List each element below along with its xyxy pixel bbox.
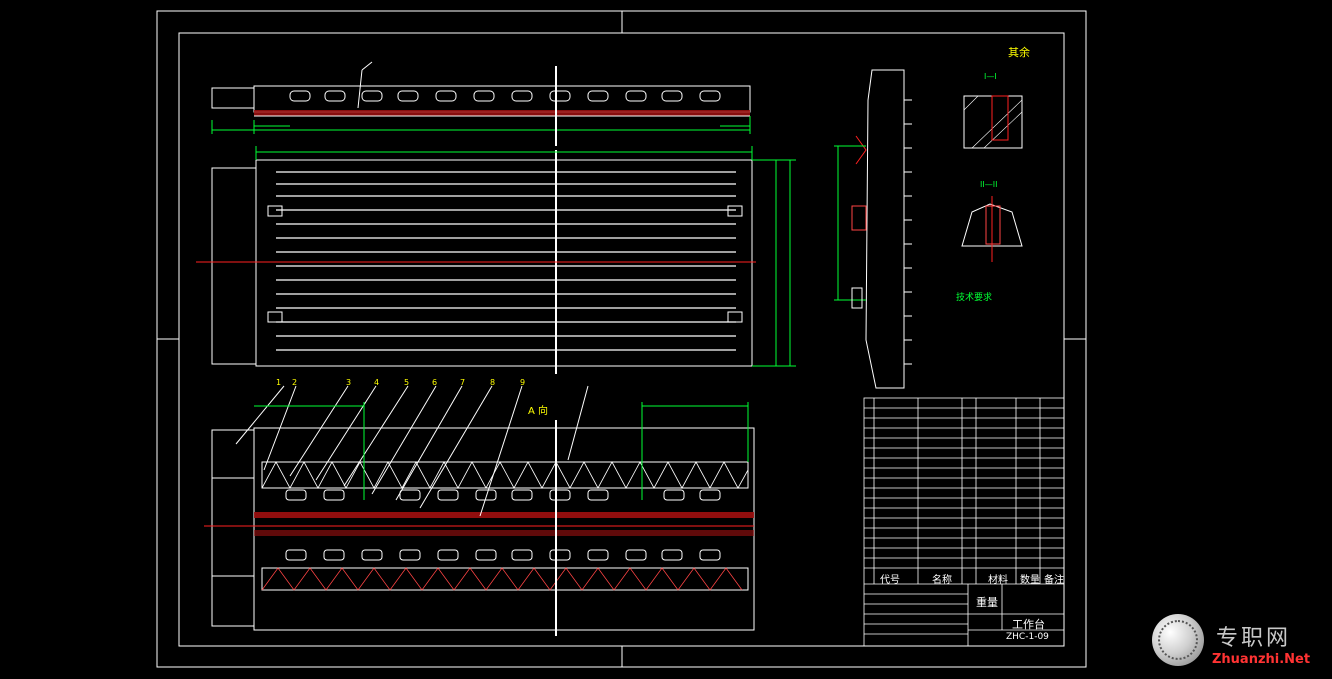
balloon-7: 7: [460, 378, 466, 387]
balloon-5: 5: [404, 378, 410, 387]
balloon-6: 6: [432, 378, 438, 387]
balloon-9: 9: [520, 378, 526, 387]
detail-section-1: [963, 95, 1023, 149]
watermark-cn: 专职网: [1216, 626, 1292, 651]
note-header: 备注: [1044, 575, 1064, 586]
side-section-view: [834, 69, 912, 389]
plan-view: [196, 146, 796, 374]
top-elevation-view: [211, 61, 751, 146]
balloon-3: 3: [346, 378, 352, 387]
tech-requirements-title: 技术要求: [956, 293, 993, 303]
outer-frame: [156, 10, 1087, 668]
balloon-4: 4: [374, 378, 380, 387]
detail-section-2: [961, 196, 1023, 262]
material-header: 材料: [988, 575, 1008, 586]
watermark-logo-icon: [1152, 614, 1204, 666]
drawing-number: ZHC-1-09: [1006, 632, 1049, 642]
weight-label: 重量: [976, 596, 998, 609]
balloon-1: 1: [276, 378, 282, 387]
watermark-en: Zhuanzhi.Net: [1212, 652, 1311, 667]
qty-header: 数量: [1020, 575, 1040, 586]
name-header: 名称: [932, 575, 952, 586]
balloon-8: 8: [490, 378, 496, 387]
drawing-title: 工作台: [1012, 618, 1045, 631]
inner-border: [178, 32, 1065, 647]
code-header: 代号: [880, 575, 900, 586]
parts-list-table: [863, 397, 1065, 647]
balloon-2: 2: [292, 378, 298, 387]
view-label-a: A 向: [528, 406, 549, 417]
roughness-note: 其余: [1008, 46, 1030, 59]
section-label-1: I—I: [984, 72, 997, 81]
a-direction-view: [204, 385, 755, 636]
centering-marks: [157, 11, 1086, 667]
section-label-2: II—II: [980, 180, 998, 189]
